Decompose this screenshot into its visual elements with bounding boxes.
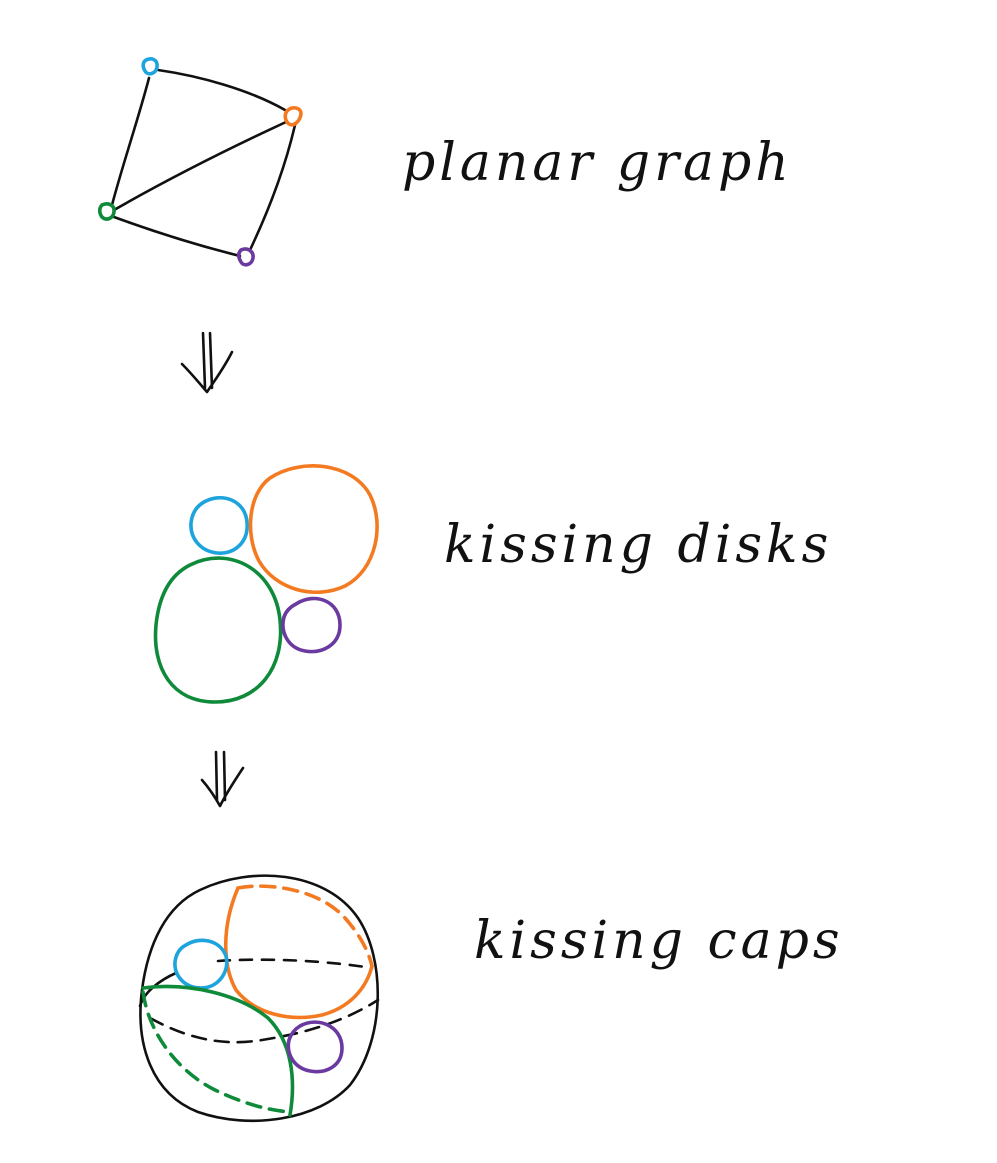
disk-blue	[189, 496, 249, 555]
cap-green-back	[141, 990, 292, 1114]
vertex-purple	[236, 247, 255, 267]
implies-arrow-2	[200, 750, 245, 808]
vertex-blue	[141, 57, 159, 76]
implies-arrow-1	[180, 331, 234, 394]
edge-blue-orange	[156, 68, 287, 112]
cap-green-front	[141, 984, 295, 1117]
equator-back	[216, 958, 374, 970]
cap-blue	[173, 938, 229, 990]
lower-band	[148, 998, 380, 1044]
label-planar-graph: planar graph	[402, 133, 793, 193]
cap-purple	[286, 1020, 344, 1074]
sphere-outline	[139, 874, 379, 1123]
disk-orange	[248, 464, 379, 595]
disk-green	[153, 556, 283, 704]
edge-orange-green	[112, 120, 288, 212]
planar-graph	[97, 57, 303, 267]
cap-orange-back	[236, 884, 374, 968]
vertex-orange	[283, 106, 303, 127]
edge-orange-purple	[248, 123, 297, 252]
kissing-disks	[153, 464, 379, 704]
cap-orange-front	[223, 886, 374, 1020]
edge-green-purple	[112, 215, 242, 258]
label-kissing-disks: kissing disks	[444, 515, 832, 575]
vertex-green	[97, 202, 116, 221]
edge-blue-green	[110, 76, 151, 207]
disk-purple	[281, 596, 342, 654]
kissing-caps	[138, 874, 380, 1123]
label-kissing-caps: kissing caps	[474, 911, 844, 971]
